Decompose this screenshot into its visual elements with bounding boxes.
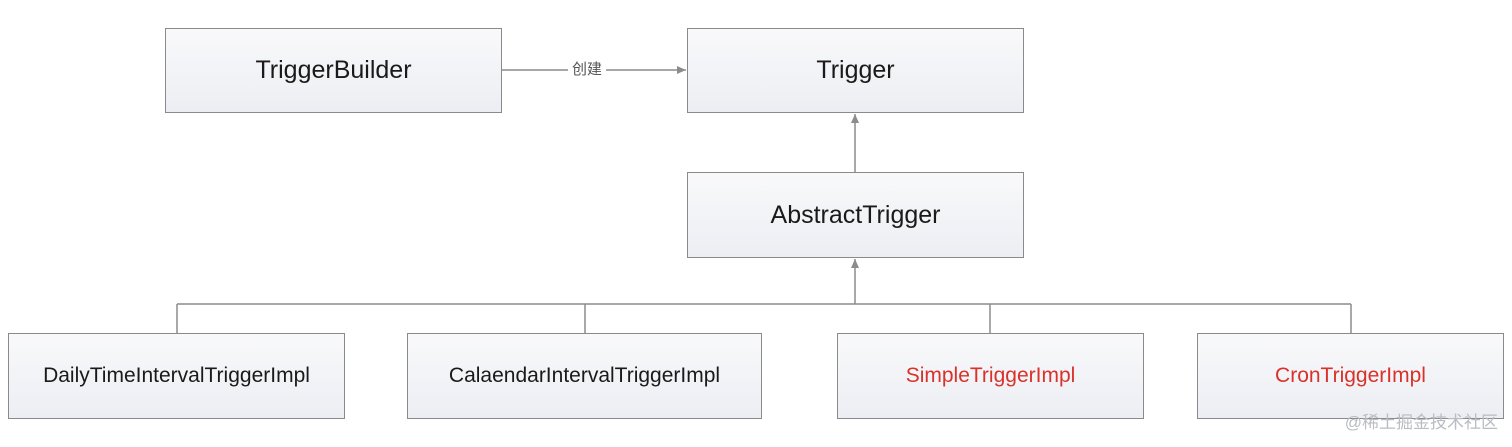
node-daily-time-interval-trigger-impl: DailyTimeIntervalTriggerImpl (8, 333, 345, 419)
node-abstract-trigger: AbstractTrigger (687, 172, 1024, 258)
node-trigger-builder: TriggerBuilder (165, 28, 502, 113)
node-calendar-interval-trigger-impl: CalaendarIntervalTriggerImpl (407, 333, 762, 419)
create-edge-label: 创建 (568, 59, 607, 81)
watermark: @稀土掘金技术社区 (1344, 413, 1498, 432)
node-cron-trigger-impl: CronTriggerImpl (1197, 333, 1504, 419)
node-trigger: Trigger (687, 28, 1024, 113)
node-simple-trigger-impl: SimpleTriggerImpl (837, 333, 1144, 419)
